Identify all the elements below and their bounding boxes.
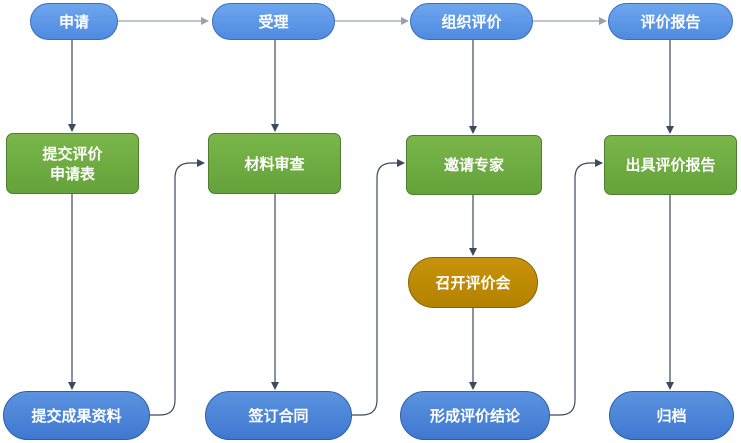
outcome-archive: 归档: [609, 391, 734, 440]
step-invite-experts: 邀请专家: [406, 135, 542, 195]
step-hold-evaluation-meeting: 召开评价会: [408, 257, 538, 308]
arrow-submit-results-to-review: [150, 159, 205, 416]
step-submit-application-form: 提交评价 申请表: [6, 133, 139, 194]
stage-evaluation-report: 评价报告: [608, 3, 733, 40]
stage-organize-evaluation: 组织评价: [410, 3, 533, 40]
arrow-sign-to-invite: [352, 159, 405, 416]
step-review-materials: 材料审查: [208, 133, 341, 194]
arrow-conclusion-to-issue: [550, 159, 603, 416]
step-issue-evaluation-report: 出具评价报告: [604, 135, 737, 195]
outcome-sign-contract: 签订合同: [205, 391, 352, 440]
stage-apply: 申请: [30, 3, 118, 40]
stage-accept: 受理: [212, 3, 335, 40]
outcome-submit-results: 提交成果资料: [3, 391, 150, 440]
outcome-form-conclusion: 形成评价结论: [400, 391, 550, 440]
